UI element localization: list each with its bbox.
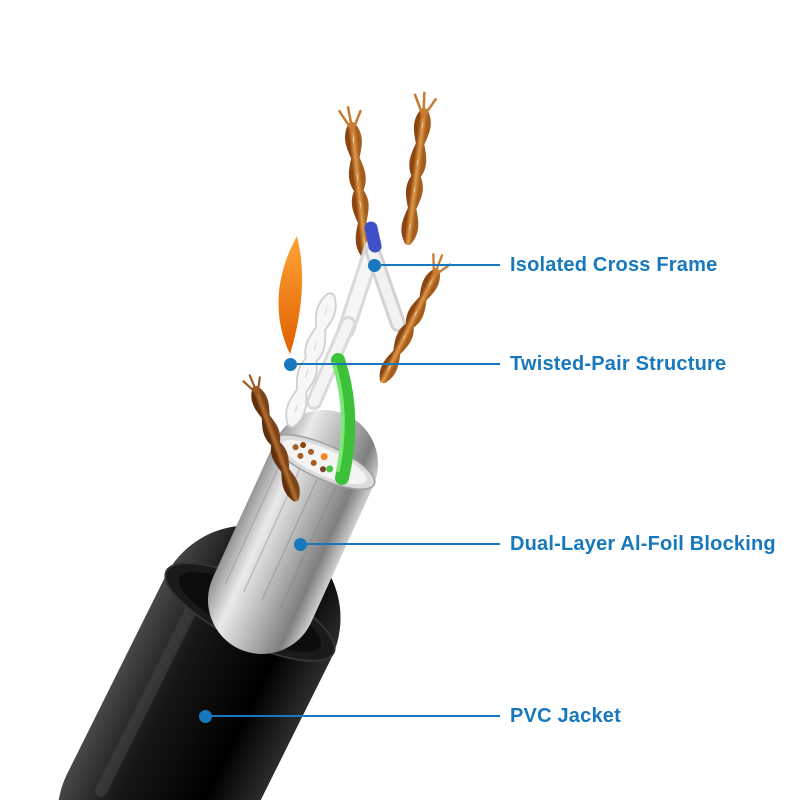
callout-label: PVC Jacket	[510, 704, 621, 727]
callout-line	[212, 714, 500, 718]
callout-isolated-cross-frame: Isolated Cross Frame	[368, 254, 717, 276]
orange-separator	[278, 236, 303, 354]
callout-label: Dual-Layer Al-Foil Blocking	[510, 532, 776, 555]
callout-label: Twisted-Pair Structure	[510, 352, 727, 375]
callout-dot-icon	[199, 709, 212, 723]
copper-pair-top-right	[401, 91, 437, 246]
callout-dot-icon	[368, 258, 381, 272]
callout-line	[297, 362, 500, 366]
callout-dot-icon	[284, 357, 297, 371]
white-twisted-pair	[285, 292, 337, 428]
green-wire	[331, 353, 356, 485]
callout-line	[307, 542, 500, 546]
callout-dot-icon	[294, 537, 307, 551]
callout-pvc-jacket: PVC Jacket	[199, 705, 621, 727]
brown-twisted-pair	[242, 374, 300, 502]
callout-twisted-pair-structure: Twisted-Pair Structure	[284, 353, 726, 375]
al-foil-shield	[208, 410, 378, 654]
callout-al-foil-blocking: Dual-Layer Al-Foil Blocking	[294, 533, 776, 555]
callout-label: Isolated Cross Frame	[510, 253, 718, 276]
cross-frame-blue-tip	[364, 221, 382, 253]
callout-line	[381, 263, 500, 267]
